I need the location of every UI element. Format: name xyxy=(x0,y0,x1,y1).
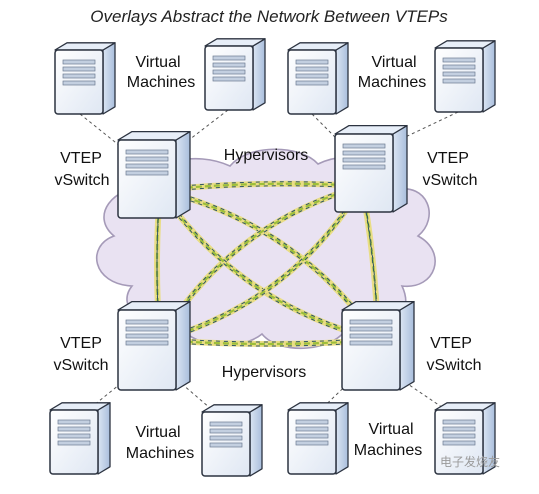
vm-server-bottom-1 xyxy=(49,402,111,475)
vm-label-line2: Machines xyxy=(354,442,422,459)
vm-label-line1: Virtual xyxy=(135,54,180,71)
vtep-label-line1: VTEP xyxy=(60,335,102,352)
vm-server-top-2 xyxy=(204,38,266,111)
vm-label-top-left: Virtual Machines xyxy=(127,54,195,91)
vm-label-line1: Virtual xyxy=(371,54,416,71)
vtep-label-line2: vSwitch xyxy=(426,357,481,374)
vm-server-bottom-4 xyxy=(434,402,496,475)
vm-label-line2: Machines xyxy=(127,74,195,91)
vm-server-top-1 xyxy=(54,42,116,115)
vm-label-line2: Machines xyxy=(358,74,426,91)
vtep-label-line2: vSwitch xyxy=(54,172,109,189)
vtep-server-top-left xyxy=(117,130,191,219)
vtep-label-line1: VTEP xyxy=(60,150,102,167)
vtep-server-bottom-left xyxy=(117,300,191,391)
vm-label-bottom-left: Virtual Machines xyxy=(126,424,194,462)
vm-server-bottom-2 xyxy=(201,404,263,477)
hypervisors-label-bottom: Hypervisors xyxy=(222,364,306,381)
vtep-label-line1: VTEP xyxy=(427,150,469,167)
vm-label-top-right: Virtual Machines xyxy=(358,54,426,91)
vtep-server-bottom-right xyxy=(341,300,415,391)
vtep-server-top-right xyxy=(334,124,408,213)
vm-label-bottom-right: Virtual Machines xyxy=(354,421,422,459)
vtep-label-bottom-right: VTEP vSwitch xyxy=(426,335,481,374)
vtep-label-line2: vSwitch xyxy=(422,172,477,189)
hypervisors-label-top: Hypervisors xyxy=(224,147,308,164)
vtep-label-top-right: VTEP vSwitch xyxy=(422,150,477,189)
vm-link xyxy=(167,109,229,157)
vtep-label-line2: vSwitch xyxy=(53,357,108,374)
vm-server-top-3 xyxy=(287,42,349,115)
tunnel-diagonal-4 xyxy=(157,183,365,343)
vm-label-line2: Machines xyxy=(126,445,194,462)
vtep-label-top-left: VTEP vSwitch xyxy=(54,150,109,189)
watermark: 电子发烧友 xyxy=(440,454,500,469)
vm-server-top-4 xyxy=(434,40,496,113)
vm-label-line1: Virtual xyxy=(135,424,180,441)
servers xyxy=(49,38,496,477)
vm-label-line1: Virtual xyxy=(368,421,413,438)
vtep-label-line1: VTEP xyxy=(430,335,472,352)
vtep-label-bottom-left: VTEP vSwitch xyxy=(53,335,108,374)
vm-server-bottom-3 xyxy=(287,402,349,475)
diagram-title: Overlays Abstract the Network Between VT… xyxy=(90,7,448,26)
